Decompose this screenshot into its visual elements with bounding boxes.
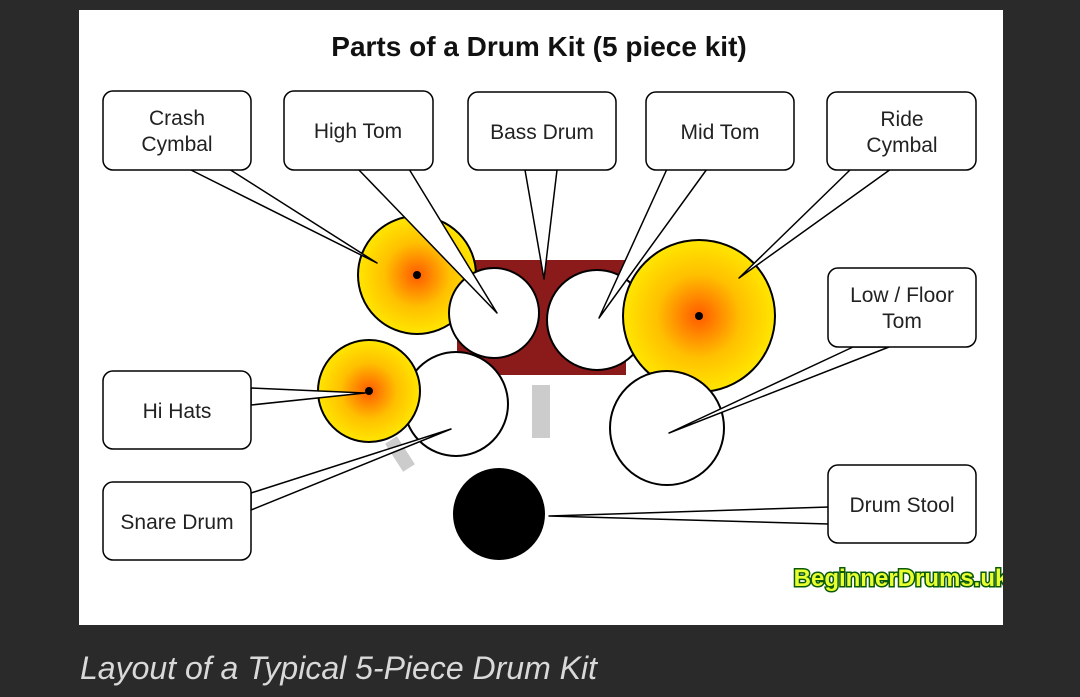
ride-cymbal-box: [826, 91, 977, 171]
snare-drum-box: [102, 481, 252, 561]
snare-drum-pointer: [250, 428, 452, 511]
crash-cymbal-pointer: [188, 168, 378, 264]
figure-caption: Layout of a Typical 5-Piece Drum Kit: [80, 650, 597, 686]
snare-drum-label: Snare Drum: [120, 511, 233, 534]
label-boxes: [102, 90, 977, 561]
diagram-canvas: Parts of a Drum Kit (5 piece kit): [102, 31, 1003, 594]
ride-cymbal-center: [695, 312, 703, 320]
ride-cymbal-label-line1: Ride: [880, 108, 923, 131]
drum-kit-diagram: Parts of a Drum Kit (5 piece kit): [79, 10, 1003, 625]
beginnerdrums-logo: BeginnerDrums.uk: [794, 565, 1003, 592]
crash-cymbal-label-line2: Cymbal: [141, 133, 212, 156]
crash-cymbal-center: [413, 271, 421, 279]
diagram-title: Parts of a Drum Kit (5 piece kit): [331, 31, 746, 62]
low-floor-tom-label-line2: Tom: [882, 310, 922, 333]
drum-stool-box: [827, 464, 977, 544]
drum-stool-label: Drum Stool: [849, 494, 954, 517]
low-floor-tom-label-line1: Low / Floor: [850, 284, 954, 307]
high-tom-label: High Tom: [314, 120, 402, 143]
floor-tom-shape: [609, 370, 725, 486]
callout-pointers: [188, 168, 892, 525]
ride-cymbal-label-line2: Cymbal: [866, 134, 937, 157]
bass-drum-label: Bass Drum: [490, 121, 594, 144]
hi-hats-label: Hi Hats: [143, 400, 212, 423]
bass-drum-pedal: [536, 375, 546, 385]
hi-hats-center: [365, 387, 373, 395]
stand-leg: [385, 436, 415, 472]
low-floor-tom-box: [827, 267, 977, 348]
ride-cymbal-pointer: [738, 168, 892, 279]
high-tom-shape: [448, 267, 540, 359]
drum-stool-pointer: [548, 506, 830, 525]
bass-drum-box: [467, 91, 617, 171]
hi-hats-box: [102, 370, 252, 450]
mid-tom-box: [645, 91, 795, 171]
crash-cymbal-box: [102, 90, 252, 171]
high-tom-box: [283, 90, 434, 171]
crash-cymbal-label-line1: Crash: [149, 107, 205, 130]
drum-stool-shape: [453, 468, 545, 560]
mid-tom-label: Mid Tom: [681, 121, 760, 144]
